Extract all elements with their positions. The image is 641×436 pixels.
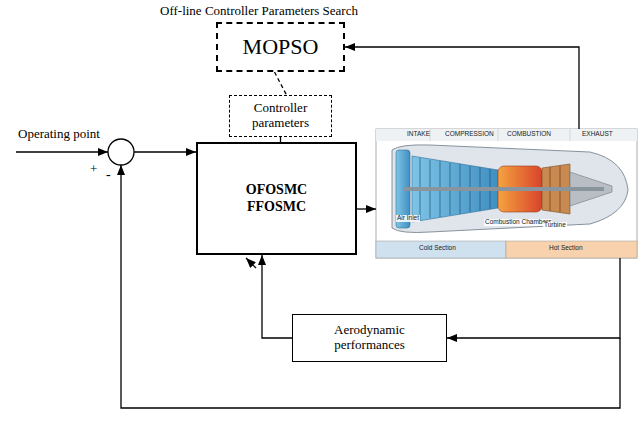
input-wire <box>16 151 108 152</box>
connector-arrow <box>357 208 376 209</box>
node-label: Aerodynamic performances <box>309 323 431 353</box>
connector-arrow <box>345 47 579 129</box>
input-label: Operating point <box>18 127 100 140</box>
tuning-arrow <box>246 258 256 268</box>
process-box: Aerodynamic performances <box>292 314 447 362</box>
part-label: INTAKE <box>406 131 431 138</box>
parameter-box: Controller parameters <box>229 95 332 137</box>
connector-arrow <box>262 255 292 338</box>
controller-box: OFOSMC FFOSMC <box>196 142 357 255</box>
sign-symbol: - <box>106 168 111 182</box>
part-label: EXHAUST <box>581 131 614 138</box>
part-label: COMPRESSION <box>444 131 495 138</box>
diagram-title: Off-line Controller Parameters Search <box>160 4 358 17</box>
sign-symbol: + <box>90 162 97 175</box>
part-label: Air Inlet <box>396 215 420 222</box>
part-label: Cold Section <box>418 245 457 252</box>
node-label: OFOSMC FFOSMC <box>237 182 317 214</box>
part-label: COMBUSTION <box>506 131 552 138</box>
part-label: Turbine <box>543 222 567 229</box>
turbine-engine-illustration <box>376 129 637 258</box>
error-wire <box>134 151 196 152</box>
node-label: Controller parameters <box>239 101 323 131</box>
connector-arrow <box>447 258 620 338</box>
optimizer-box: MOPSO <box>216 22 345 72</box>
part-label: Hot Section <box>548 245 584 252</box>
summing-junction <box>108 139 134 165</box>
engine-block: INTAKE COMPRESSION COMBUSTION EXHAUST Air In… <box>376 129 637 258</box>
connector-arrow <box>275 72 287 95</box>
node-label: MOPSO <box>243 34 319 59</box>
